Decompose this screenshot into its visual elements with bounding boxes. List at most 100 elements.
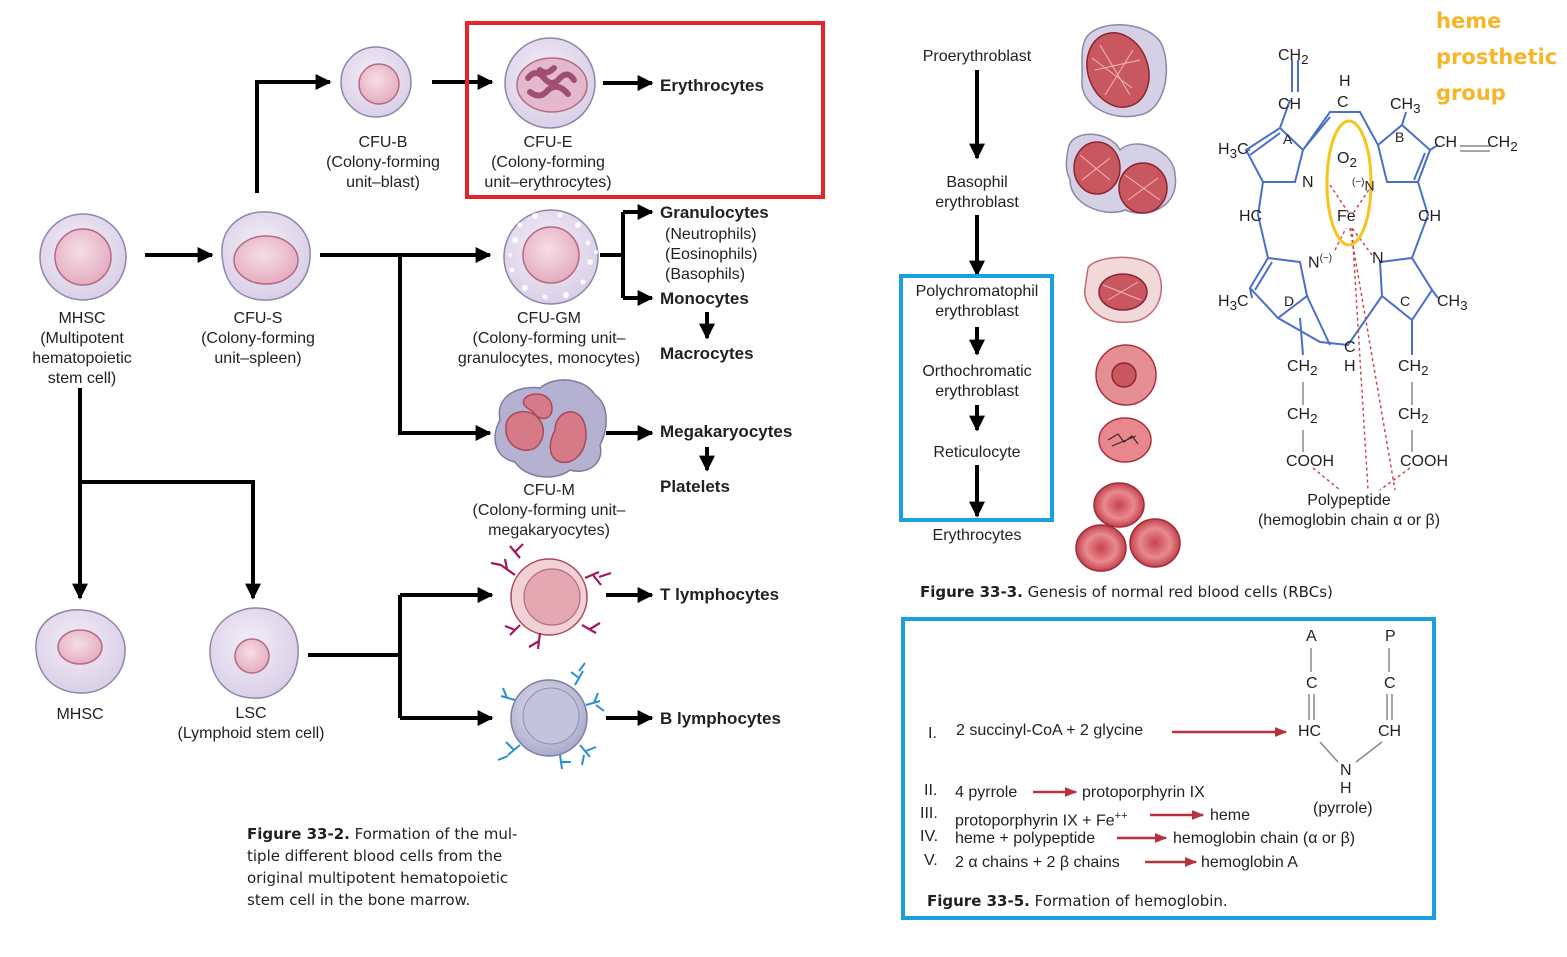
heme-ch-top: CH (1278, 96, 1302, 113)
stage-erythrocytes: Erythrocytes (932, 527, 1022, 544)
pyrrole-name: (pyrrole) (1313, 800, 1373, 817)
heme-ch3-c: CH3 (1437, 293, 1468, 314)
cell-orthochromatic-erythroblast (1095, 344, 1157, 406)
label-mhsc-2: MHSC (56, 706, 104, 723)
label-cfu-m: CFU-M(Colony-forming unit–megakaryocytes… (472, 482, 626, 539)
cell-erythrocytes-group (1075, 482, 1181, 572)
heme-cooh-r: COOH (1400, 453, 1448, 470)
product-megakaryocytes: Megakaryocytes (660, 422, 793, 441)
product-platelets: Platelets (660, 477, 730, 496)
fig5-step-1-left: 2 succinyl-CoA + 2 glycine (956, 722, 1144, 739)
pyrrole-a: A (1306, 628, 1317, 645)
cell-mhsc (39, 213, 127, 301)
fig5-step-1-num: I. (928, 725, 937, 742)
stage-proerythroblast: Proerythroblast (922, 48, 1032, 65)
pyrrole-ch: CH (1378, 723, 1402, 740)
cell-cfu-gm (503, 209, 599, 305)
heme-ring-d: D (1284, 293, 1295, 309)
granulocyte-types: (Neutrophils)(Eosinophils)(Basophils) (665, 226, 758, 283)
product-granulocytes: Granulocytes (660, 203, 769, 222)
heme-hc-left: HC (1239, 208, 1263, 225)
cell-polychromatophil-erythroblast (1084, 256, 1163, 323)
heme-h-bottom: H (1344, 358, 1356, 375)
cell-proerythroblast (1081, 24, 1168, 118)
label-cfu-gm: CFU-GM(Colony-forming unit–granulocytes,… (457, 310, 641, 367)
heme-n-left: N (1302, 174, 1314, 191)
cell-cfu-s (221, 211, 311, 301)
fig5-step-5-num: V. (924, 852, 938, 869)
cell-cfu-e (504, 37, 596, 129)
heme-n-bottom: N(−) (1308, 253, 1333, 272)
fig2-connectors (72, 74, 715, 726)
cell-b-lymphocyte (497, 662, 605, 770)
heme-polypeptide: Polypeptide(hemoglobin chain α or β) (1257, 492, 1441, 529)
heme-ring-b: B (1395, 129, 1405, 145)
fig5-arrows (1033, 727, 1288, 867)
heme-h3c-a: H3C (1218, 141, 1249, 162)
pyrrole-c2: C (1384, 675, 1396, 692)
caption-figure-33-3: Figure 33-3. Genesis of normal red blood… (920, 583, 1333, 601)
fig5-step-5-left: 2 α chains + 2 β chains (955, 854, 1120, 871)
fig5-step-5-right: hemoglobin A (1201, 854, 1298, 871)
cell-lsc (209, 607, 299, 699)
highlight-erythrocyte-lineage (465, 21, 825, 199)
cell-basophil-erythroblast (1065, 133, 1177, 214)
pyrrole-h: H (1340, 780, 1352, 797)
heme-ch2-l1: CH2 (1287, 358, 1318, 379)
pyrrole-p: P (1385, 628, 1396, 645)
cell-reticulocyte (1098, 417, 1152, 463)
caption-figure-33-2: Figure 33-2. Formation of the mul- tiple… (247, 825, 518, 909)
highlight-figure-33-5 (901, 617, 1436, 920)
label-lsc: LSC(Lymphoid stem cell) (177, 705, 325, 742)
caption-figure-33-5: Figure 33-5. Formation of hemoglobin. (927, 892, 1228, 910)
cell-cfu-b (340, 46, 412, 118)
heme-ch2-r2: CH2 (1398, 406, 1429, 427)
product-b-lymphocytes: B lymphocytes (660, 709, 781, 728)
fig5-step-4-num: IV. (920, 828, 939, 845)
heme-chains (1302, 145, 1490, 491)
product-monocytes: Monocytes (660, 289, 749, 308)
pyrrole-n: N (1340, 762, 1352, 779)
fig5-step-3-right: heme (1210, 807, 1251, 824)
heme-highlight-ellipse (1325, 119, 1373, 247)
fig5-step-2-left: 4 pyrrole (955, 784, 1018, 801)
heme-ch2-r1: CH2 (1398, 358, 1429, 379)
heme-o2: O2 (1337, 150, 1357, 171)
cell-cfu-m (494, 379, 607, 478)
heme-ch2-top: CH2 (1278, 47, 1309, 68)
heme-c-top: C (1337, 94, 1349, 111)
fig5-step-2-right: protoporphyrin IX (1082, 784, 1205, 801)
fig5-step-4-right: hemoglobin chain (α or β) (1173, 830, 1356, 847)
heme-h-top: H (1339, 73, 1351, 90)
heme-cooh-l: COOH (1286, 453, 1334, 470)
heme-c-bottom: C (1344, 339, 1356, 356)
product-erythrocytes: Erythrocytes (660, 76, 764, 95)
heme-h3c-d: H3C (1218, 293, 1249, 314)
stage-reticulocyte: Reticulocyte (933, 444, 1021, 461)
highlight-erythroblast-stages (899, 274, 1054, 522)
product-t-lymphocytes: T lymphocytes (660, 585, 780, 604)
pyrrole-hc: HC (1298, 723, 1322, 740)
heme-fe: Fe (1337, 208, 1356, 225)
cell-t-lymphocyte (490, 543, 612, 650)
heme-ch2-l2: CH2 (1287, 406, 1318, 427)
fig5-step-2-num: II. (924, 782, 938, 799)
heme-ring-a: A (1283, 131, 1293, 147)
heme-n-right: (−)N (1352, 177, 1375, 194)
pyrrole-c1: C (1306, 675, 1318, 692)
heme-ch3-b: CH3 (1390, 96, 1421, 117)
pyrrole-structure (1308, 648, 1393, 763)
fig5-step-3-left: protoporphyrin IX + Fe++ (955, 810, 1128, 830)
heme-ch-right: CH (1418, 208, 1442, 225)
